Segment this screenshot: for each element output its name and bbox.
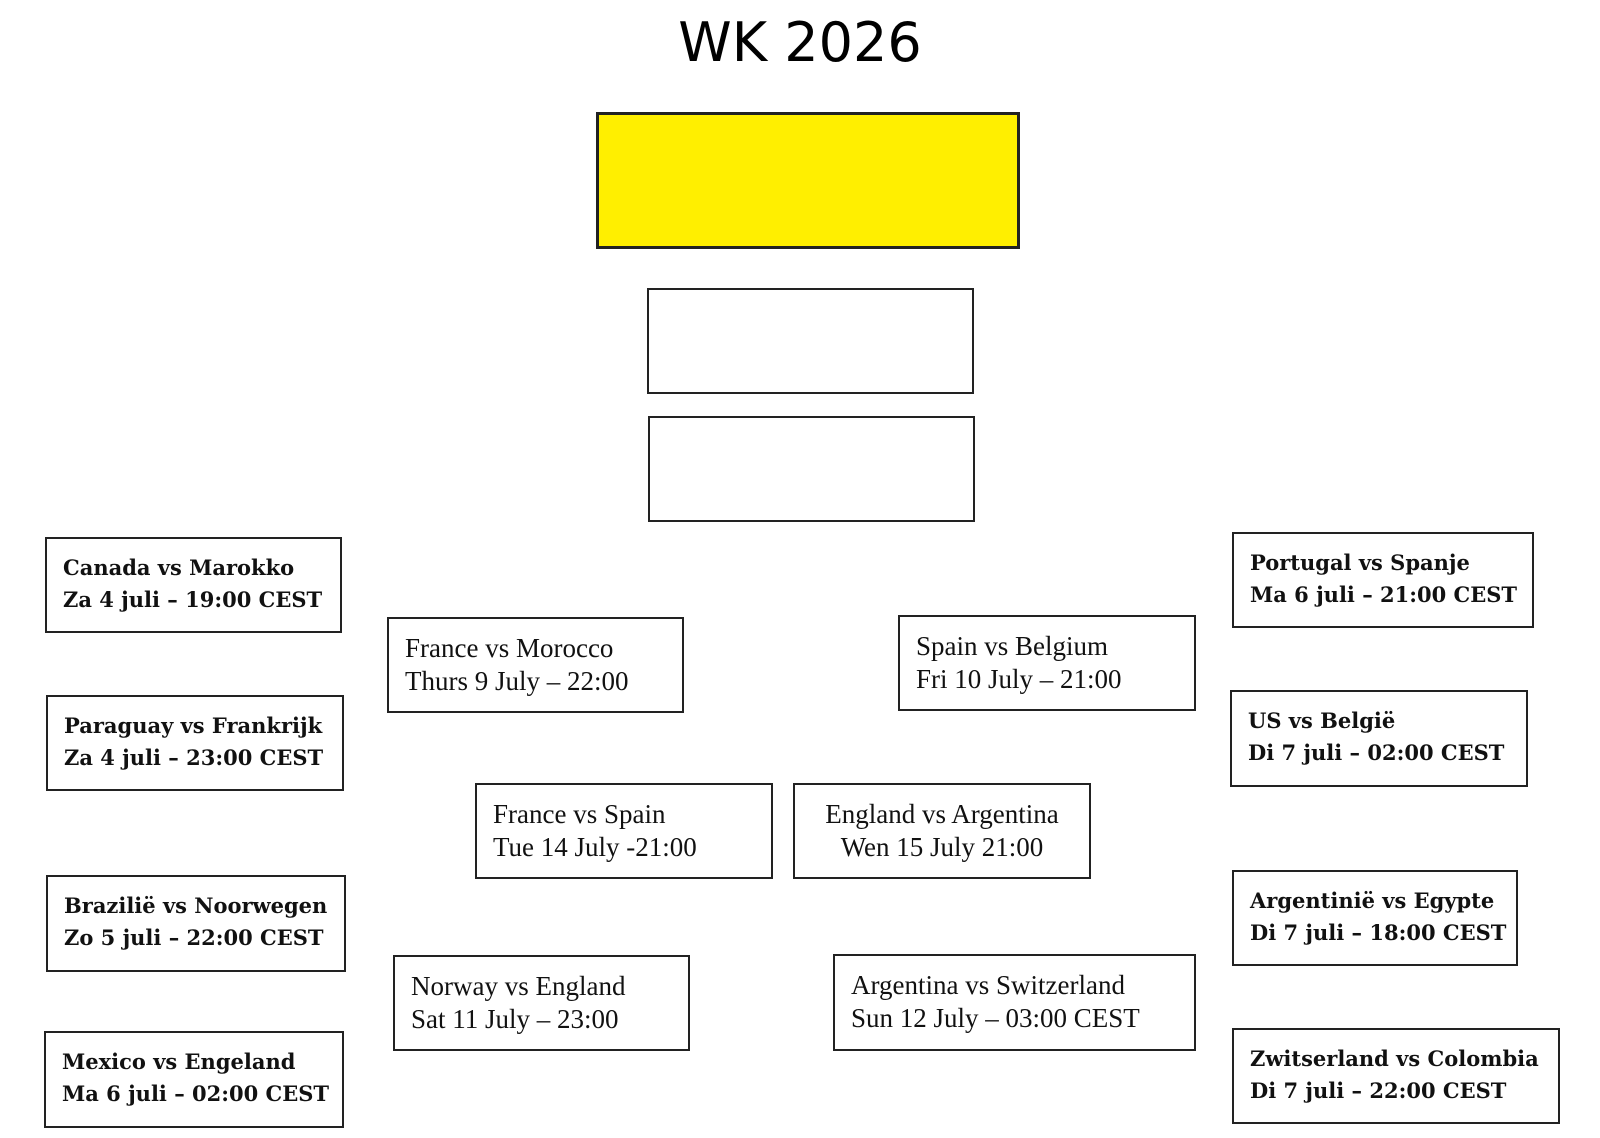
sf-right-match: England vs Argentina Wen 15 July 21:00 <box>793 783 1091 879</box>
match-teams: England vs Argentina <box>825 799 1059 829</box>
qf-left-match-1: France vs Morocco Thurs 9 July – 22:00 <box>387 617 684 713</box>
match-teams: US vs België <box>1248 708 1396 733</box>
match-teams: Norway vs England <box>411 971 626 1001</box>
match-time: Ma 6 juli – 21:00 CEST <box>1250 582 1518 607</box>
match-time: Za 4 juli – 23:00 CEST <box>64 745 324 770</box>
match-time: Sun 12 July – 03:00 CEST <box>851 1003 1140 1033</box>
match-time: Thurs 9 July – 22:00 <box>405 666 629 696</box>
r16-left-match-2: Paraguay vs Frankrijk Za 4 juli – 23:00 … <box>46 695 344 791</box>
match-teams: Spain vs Belgium <box>916 631 1109 661</box>
qf-right-match-1: Spain vs Belgium Fri 10 July – 21:00 <box>898 615 1196 711</box>
finalist-slot-bottom <box>648 416 975 522</box>
match-teams: Canada vs Marokko <box>63 555 295 580</box>
match-time: Di 7 juli – 02:00 CEST <box>1248 740 1505 765</box>
match-time: Fri 10 July – 21:00 <box>916 664 1122 694</box>
match-time: Sat 11 July – 23:00 <box>411 1004 619 1034</box>
match-time: Za 4 juli – 19:00 CEST <box>63 587 323 612</box>
match-teams: Paraguay vs Frankrijk <box>64 713 323 738</box>
final-box <box>596 112 1020 249</box>
r16-left-match-1: Canada vs Marokko Za 4 juli – 19:00 CEST <box>45 537 342 633</box>
match-teams: Argentinië vs Egypte <box>1250 888 1495 913</box>
r16-left-match-3: Brazilië vs Noorwegen Zo 5 juli – 22:00 … <box>46 875 346 972</box>
match-teams: Brazilië vs Noorwegen <box>64 893 328 918</box>
qf-left-match-2: Norway vs England Sat 11 July – 23:00 <box>393 955 690 1051</box>
match-teams: Zwitserland vs Colombia <box>1250 1046 1539 1071</box>
r16-left-match-4: Mexico vs Engeland Ma 6 juli – 02:00 CES… <box>44 1031 344 1128</box>
match-teams: France vs Morocco <box>405 633 614 663</box>
page-title: WK 2026 <box>678 11 922 74</box>
match-teams: Portugal vs Spanje <box>1250 550 1470 575</box>
qf-right-match-2: Argentina vs Switzerland Sun 12 July – 0… <box>833 954 1196 1051</box>
match-time: Ma 6 juli – 02:00 CEST <box>62 1081 330 1106</box>
match-time: Tue 14 July -21:00 <box>493 832 697 862</box>
r16-right-match-1: Portugal vs Spanje Ma 6 juli – 21:00 CES… <box>1232 532 1534 628</box>
match-time: Di 7 juli – 18:00 CEST <box>1250 920 1507 945</box>
r16-right-match-2: US vs België Di 7 juli – 02:00 CEST <box>1230 690 1528 787</box>
match-time: Zo 5 juli – 22:00 CEST <box>64 925 324 950</box>
match-teams: Argentina vs Switzerland <box>851 970 1125 1000</box>
match-time: Di 7 juli – 22:00 CEST <box>1250 1078 1507 1103</box>
finalist-slot-top <box>647 288 974 394</box>
r16-right-match-3: Argentinië vs Egypte Di 7 juli – 18:00 C… <box>1232 870 1518 966</box>
r16-right-match-4: Zwitserland vs Colombia Di 7 juli – 22:0… <box>1232 1028 1560 1124</box>
match-time: Wen 15 July 21:00 <box>840 832 1044 862</box>
match-teams: France vs Spain <box>493 799 666 829</box>
sf-left-match: France vs Spain Tue 14 July -21:00 <box>475 783 773 879</box>
match-teams: Mexico vs Engeland <box>62 1049 296 1074</box>
